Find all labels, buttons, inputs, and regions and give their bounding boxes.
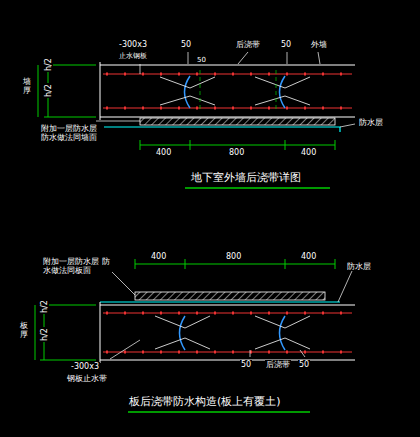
callout-label: h/2 — [40, 327, 49, 342]
callout-label: h/2 — [40, 299, 49, 314]
dimension-label: 400 — [150, 252, 167, 261]
drawing-caption: 板后浇带防水构造(板上有覆土) — [128, 396, 282, 409]
callout-label: -300x3 — [70, 362, 100, 371]
callout-label: 后浇带 — [265, 360, 291, 369]
callout-label: 墙厚 — [22, 78, 32, 96]
callout-label: 钢板止水带 — [66, 374, 108, 383]
dimension-label: 50 — [180, 40, 192, 49]
dimension-label: 50 — [196, 56, 207, 64]
drawing-caption: 地下室外墙后浇带详图 — [190, 172, 302, 185]
dimension-label: 800 — [225, 252, 242, 261]
callout-label: 外墙 — [310, 40, 328, 49]
dimension-label: 50 — [298, 360, 310, 369]
dimension-label: 400 — [300, 148, 317, 157]
callout-label: 后浇带 — [235, 40, 261, 49]
callout-label: 板厚 — [19, 322, 29, 340]
callout-label: 止水钢板 — [118, 52, 148, 60]
slab-section — [35, 259, 355, 412]
callout-label: h/2 — [44, 57, 53, 72]
callout-label: 防水层 — [358, 118, 384, 127]
callout-label: -300x3 — [118, 40, 148, 49]
dimension-label: 400 — [300, 252, 317, 261]
dimension-label: 400 — [155, 148, 172, 157]
dimension-label: 50 — [240, 360, 252, 369]
callout-label: 附加一层防水层 防水做法同墙面 — [40, 124, 104, 142]
callout-label: 防水层 — [346, 262, 372, 271]
callout-label: 附加一层防水层 防水做法同板面 — [42, 257, 112, 275]
dimension-label: 50 — [280, 40, 292, 49]
wall-section — [38, 52, 355, 188]
dimension-label: 800 — [228, 148, 245, 157]
callout-label: h/2 — [44, 83, 53, 98]
